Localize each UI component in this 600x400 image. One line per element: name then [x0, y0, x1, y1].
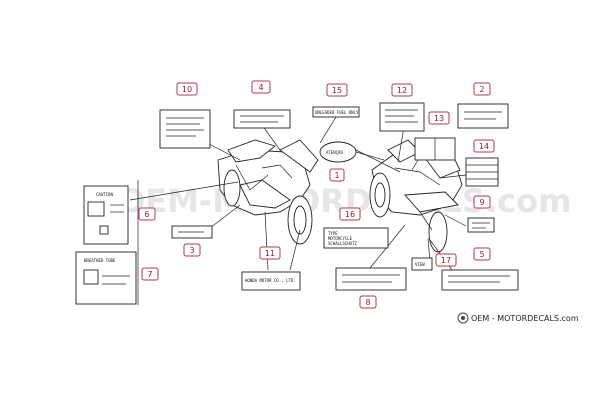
- callout-12: 12: [391, 83, 413, 97]
- svg-text:CAUTION: CAUTION: [96, 192, 113, 197]
- brand-logo: OEM - MOTORDECALS.com: [457, 312, 579, 324]
- decal-9: [467, 217, 495, 233]
- callout-15: 15: [326, 83, 348, 97]
- svg-text:UNLEADED FUEL ONLY: UNLEADED FUEL ONLY: [315, 110, 359, 115]
- svg-text:7: 7: [147, 270, 152, 279]
- svg-text:1: 1: [334, 171, 339, 180]
- svg-text:BREATHER TUBE: BREATHER TUBE: [84, 258, 116, 263]
- svg-text:TYPE: TYPE: [328, 231, 338, 236]
- decal-14: [465, 157, 499, 187]
- callout-17: 17: [435, 253, 457, 267]
- callout-2: 2: [473, 82, 491, 96]
- svg-text:16: 16: [345, 210, 355, 219]
- decal-8: [335, 267, 407, 291]
- svg-text:6: 6: [144, 210, 149, 219]
- svg-text:HONDA MOTOR CO., LTD.: HONDA MOTOR CO., LTD.: [245, 278, 296, 283]
- motorcycle-left-illustration: [217, 139, 319, 245]
- decal-3: [171, 225, 213, 239]
- callout-3: 3: [183, 243, 201, 257]
- callout-6: 6: [138, 207, 156, 221]
- decal-12: [379, 102, 425, 132]
- svg-text:15: 15: [332, 86, 342, 95]
- svg-text:8: 8: [365, 298, 370, 307]
- callout-1: 1: [329, 168, 345, 182]
- svg-text:11: 11: [265, 249, 275, 258]
- callout-5: 5: [473, 247, 491, 261]
- callout-4: 4: [251, 80, 271, 94]
- decal-11-honda-motor: HONDA MOTOR CO., LTD.: [241, 271, 301, 291]
- decal-1-atencao: ATENÇÃO: [319, 141, 357, 163]
- callout-13: 13: [428, 111, 450, 125]
- callout-10: 10: [176, 82, 198, 96]
- svg-text:3: 3: [189, 246, 194, 255]
- decal-7-breather-tube: BREATHER TUBE: [75, 251, 137, 305]
- callout-11: 11: [259, 246, 281, 260]
- svg-text:4: 4: [258, 83, 263, 92]
- callout-14: 14: [473, 139, 495, 153]
- callout-16: 16: [339, 207, 361, 221]
- decal-4: [233, 109, 291, 129]
- svg-text:ATENÇÃO: ATENÇÃO: [326, 150, 343, 155]
- svg-text:OEM - MOTORDECALS.com: OEM - MOTORDECALS.com: [471, 314, 579, 323]
- svg-text:VIEW: VIEW: [415, 262, 425, 267]
- decal-17-view: VIEW: [411, 257, 433, 271]
- svg-text:17: 17: [441, 256, 451, 265]
- svg-text:9: 9: [479, 198, 484, 207]
- svg-text:14: 14: [479, 142, 489, 151]
- svg-text:12: 12: [397, 86, 407, 95]
- svg-text:SCHALLSCHUTZ: SCHALLSCHUTZ: [328, 241, 357, 246]
- decal-5: [441, 269, 519, 291]
- decal-2: [457, 103, 509, 129]
- decal-6-caution: CAUTION: [83, 185, 129, 245]
- svg-text:13: 13: [434, 114, 444, 123]
- decal-10: [159, 109, 211, 149]
- decal-16-type: TYPE MOTORCYCLE SCHALLSCHUTZ: [323, 227, 389, 249]
- decal-15-unleaded: UNLEADED FUEL ONLY: [312, 106, 360, 118]
- callout-7: 7: [141, 267, 159, 281]
- decal-13: [414, 137, 456, 161]
- svg-text:2: 2: [479, 85, 484, 94]
- callout-9: 9: [473, 195, 491, 209]
- svg-text:MOTORCYCLE: MOTORCYCLE: [328, 236, 353, 241]
- svg-text:5: 5: [479, 250, 484, 259]
- svg-text:10: 10: [182, 85, 192, 94]
- callout-8: 8: [359, 295, 377, 309]
